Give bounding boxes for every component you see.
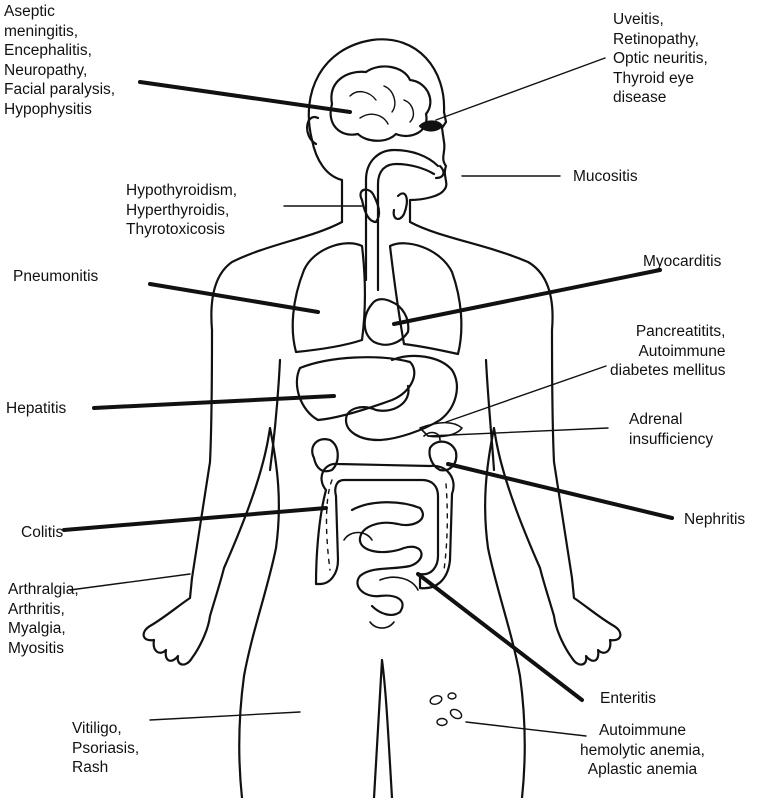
label-line: Myositis — [8, 639, 64, 657]
label-adrenal: Adrenal insufficiency — [629, 410, 713, 449]
leader-pancreas — [445, 365, 607, 423]
label-line: Adrenal — [629, 411, 683, 428]
leader-colitis — [62, 506, 328, 532]
blood-cells — [429, 692, 463, 727]
leader-eye — [435, 57, 606, 121]
colon-shape — [314, 462, 455, 590]
label-line: hemolytic anemia, — [580, 741, 705, 759]
stomach-shape — [344, 354, 458, 442]
label-blood: Autoimmune hemolytic anemia, Aplastic anem… — [580, 721, 705, 780]
label-hepatitis: Hepatitis — [6, 399, 66, 419]
label-line: Uveitis, — [613, 11, 664, 28]
brain-shape — [329, 65, 432, 142]
leader-pneumonitis — [148, 282, 320, 314]
label-enteritis: Enteritis — [600, 689, 656, 709]
leader-nephritis — [446, 462, 674, 520]
label-line: meningitis, — [4, 22, 79, 40]
label-myocarditis: Myocarditis — [643, 252, 721, 272]
label-line: Hypothyroidism, — [126, 182, 238, 199]
leader-musculo — [69, 573, 191, 591]
label-thyroid: Hypothyroidism, Hyperthyroidis, Thyrotoxic… — [126, 181, 237, 240]
label-musculo: Arthralgia, Arthritis, Myalgia, Myositis — [8, 580, 79, 658]
label-line: Neuropathy, — [4, 61, 88, 79]
label-line: Hyperthyroidis, — [126, 201, 230, 219]
label-line: Optic neuritis, — [613, 50, 708, 67]
label-line: insufficiency — [629, 430, 714, 448]
label-line: disease — [613, 89, 667, 106]
label-line: Arthralgia, — [8, 581, 79, 598]
label-line: Thyroid eye — [613, 69, 694, 87]
label-line: Facial paralysis, — [4, 81, 116, 98]
label-line: Rash — [72, 759, 109, 776]
label-line: Encephalitis, — [4, 42, 92, 59]
label-line: diabetes mellitus — [610, 362, 726, 379]
label-line: Retinopathy, — [613, 30, 699, 48]
label-eye: Uveitis, Retinopathy, Optic neuritis, Thyro… — [613, 10, 708, 108]
right-lung — [388, 242, 463, 356]
label-line: Autoimmune — [638, 342, 726, 360]
heart-shape — [363, 298, 410, 346]
label-colitis: Colitis — [21, 523, 63, 543]
label-pneumonitis: Pneumonitis — [13, 267, 98, 287]
label-nephritis: Nephritis — [684, 510, 745, 530]
label-skin: Vitiligo, Psoriasis, Rash — [72, 719, 139, 778]
label-line: Psoriasis, — [72, 739, 140, 757]
leader-hepatitis — [92, 394, 336, 410]
label-line: Thyrotoxicosis — [126, 221, 226, 238]
small-intestine — [350, 501, 424, 616]
body-silhouette — [307, 38, 622, 798]
label-line: Aseptic — [4, 3, 55, 20]
left-lung — [291, 242, 367, 354]
label-line: Pancreatitits, — [635, 323, 726, 340]
leader-neuro — [138, 80, 352, 114]
label-line: Nephritis — [684, 511, 746, 528]
liver-shape — [295, 356, 416, 422]
label-pancreas: Pancreatitits, Autoimmune diabetes mellitu… — [610, 322, 725, 381]
label-line: Vitiligo, — [72, 720, 122, 737]
label-line: Pneumonitis — [13, 268, 99, 285]
label-line: Mucositis — [573, 168, 638, 185]
label-line: Myalgia, — [8, 620, 66, 637]
thyroid-shape — [359, 188, 381, 224]
left-kidney — [311, 438, 339, 473]
label-line: Hepatitis — [6, 400, 67, 417]
label-line: Aplastic anemia — [587, 761, 698, 778]
leader-myocarditis — [392, 268, 662, 326]
label-line: Enteritis — [600, 690, 656, 707]
leader-blood — [465, 721, 587, 737]
label-line: Arthritis, — [8, 600, 65, 618]
label-line: Autoimmune — [598, 722, 686, 739]
label-line: Colitis — [21, 524, 64, 541]
label-line: Hypophysitis — [4, 100, 92, 118]
label-neuro: Aseptic meningitis, Encephalitis, Neuropath… — [4, 2, 115, 119]
label-line: Myocarditis — [643, 253, 722, 270]
pancreas-shape — [419, 421, 463, 438]
leader-adrenal — [427, 427, 609, 437]
leader-skin — [149, 711, 301, 721]
leader-enteritis — [416, 572, 584, 702]
label-mucositis: Mucositis — [573, 167, 638, 187]
